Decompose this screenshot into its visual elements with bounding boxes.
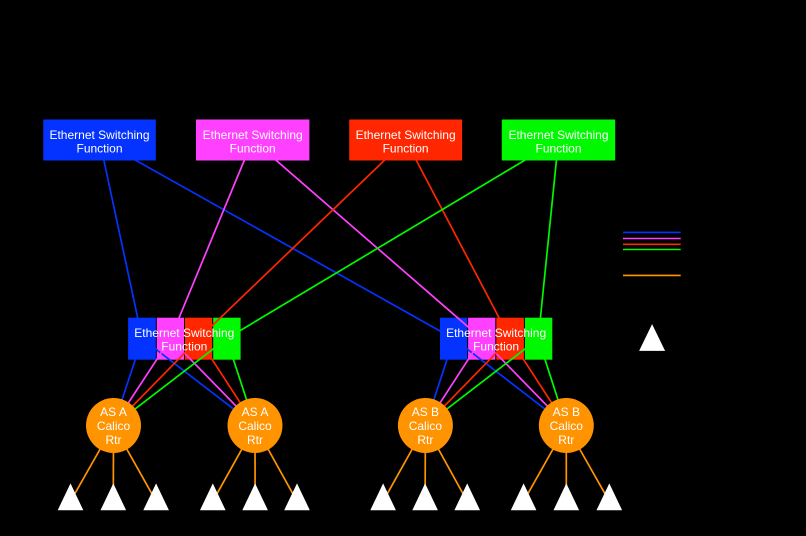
svg-text:Calico: Calico	[97, 419, 131, 433]
svg-text:Function: Function	[535, 142, 581, 156]
svg-text:Function: Function	[473, 340, 519, 354]
svg-text:Rtr: Rtr	[106, 433, 122, 447]
svg-text:Calico: Calico	[238, 419, 272, 433]
svg-text:AS A: AS A	[242, 405, 269, 419]
svg-text:Function: Function	[230, 142, 276, 156]
svg-text:Ethernet Switching: Ethernet Switching	[508, 128, 608, 142]
svg-text:Calico: Calico	[409, 419, 443, 433]
svg-text:AS B: AS B	[553, 405, 580, 419]
svg-text:Ethernet Switching: Ethernet Switching	[134, 326, 234, 340]
svg-text:Rtr: Rtr	[417, 433, 433, 447]
svg-text:Rtr: Rtr	[558, 433, 574, 447]
svg-text:Calico: Calico	[550, 419, 584, 433]
svg-text:Ethernet Switching: Ethernet Switching	[446, 326, 546, 340]
svg-text:Function: Function	[161, 340, 207, 354]
svg-text:Function: Function	[383, 142, 429, 156]
svg-text:AS B: AS B	[412, 405, 439, 419]
svg-text:Rtr: Rtr	[247, 433, 263, 447]
svg-text:Ethernet Switching: Ethernet Switching	[203, 128, 303, 142]
svg-text:AS A: AS A	[100, 405, 127, 419]
svg-text:Ethernet Switching: Ethernet Switching	[356, 128, 456, 142]
svg-text:Function: Function	[76, 142, 122, 156]
svg-text:Ethernet Switching: Ethernet Switching	[49, 128, 149, 142]
